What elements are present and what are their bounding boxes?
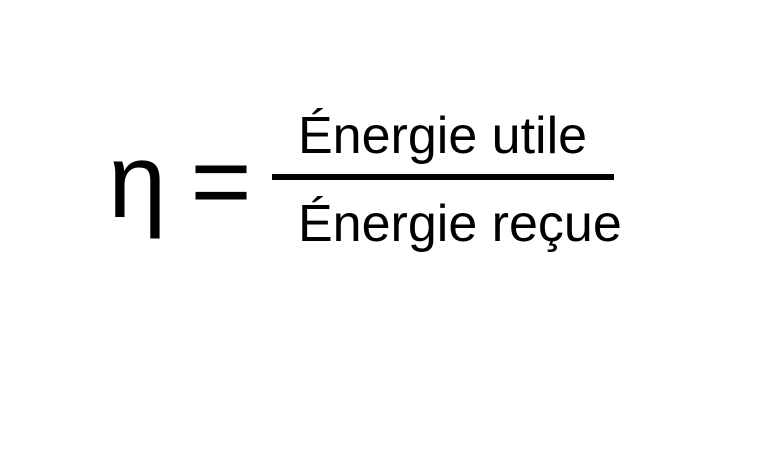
- fraction-bar: [272, 174, 614, 180]
- eta-symbol: η: [108, 123, 167, 240]
- formula-left-side: η =: [108, 129, 252, 234]
- denominator-label: Énergie reçue: [298, 195, 622, 253]
- numerator-label: Énergie utile: [298, 107, 588, 165]
- fraction: Énergie utile Énergie reçue: [272, 104, 622, 253]
- equals-sign: =: [190, 123, 252, 240]
